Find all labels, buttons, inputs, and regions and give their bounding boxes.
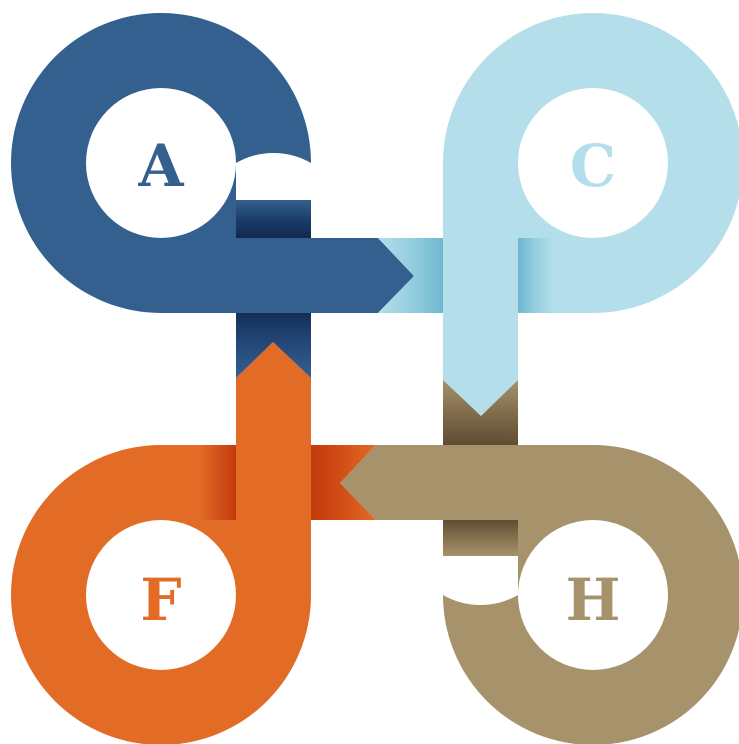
loop-h-tail (443, 380, 518, 445)
node-label-h: H (566, 566, 621, 634)
loop-c-crossing-shadow (518, 238, 554, 313)
node-label-f: F (140, 566, 181, 634)
loop-f-inner-circle (86, 520, 236, 670)
loop-a-tail (236, 313, 311, 378)
loop-f (11, 342, 376, 744)
loop-h-crossing-shadow (443, 520, 518, 556)
node-label-c: C (570, 132, 616, 200)
loop-c (378, 13, 739, 416)
loop-a-crossing-shadow (236, 200, 311, 238)
loop-h (340, 380, 739, 744)
loop-c-inner-circle (518, 88, 668, 238)
loop-f-tail (311, 445, 376, 520)
loop-a (11, 13, 414, 313)
node-label-a: A (137, 132, 184, 200)
loop-f-crossing-shadow (200, 445, 236, 520)
loop-c-tail (378, 238, 443, 313)
loop-a-inner-circle (86, 88, 236, 238)
loop-h-inner-circle (518, 520, 668, 670)
